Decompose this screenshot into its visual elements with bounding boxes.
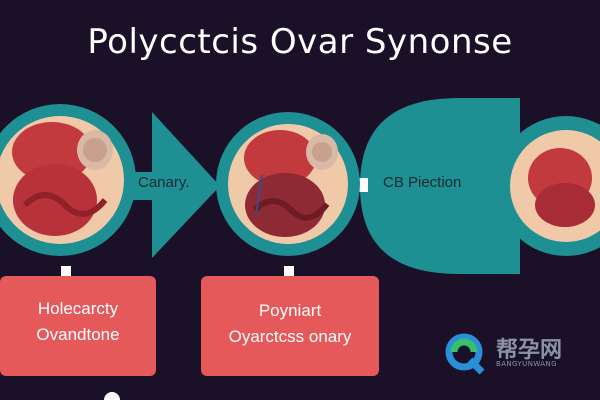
teal-pill-shape [360,98,520,274]
label-cb-piection: CB Piection [383,174,462,191]
info-box-2-line1: Poyniart [258,301,322,320]
ovary-illustration-1 [0,104,136,256]
teal-chevron-arrow [128,112,220,258]
info-box-2-line2: Oyarctcss onary [228,327,352,346]
info-box-1-line1: Holecarcty [37,299,119,318]
info-box-1-line2: Ovandtone [36,325,120,344]
info-box-2: Poyniart Oyarctcss onary [201,276,379,376]
watermark-logo-icon [445,333,485,375]
diagram-title: Polycctcis Ovar Synonse [87,22,513,62]
watermark-en-text: BANGYUNWANG [496,360,557,368]
label-canary: Canary. [138,174,190,191]
ovary-illustration-2 [216,112,360,256]
info-box-1: Holecarcty Ovandtone [0,276,156,376]
ovary-illustration-3 [496,116,600,256]
bottom-partial-circle [104,392,120,400]
watermark: 帮孕网 BANGYUNWANG [444,332,594,376]
watermark-cn-text: 帮孕网 [496,338,563,363]
